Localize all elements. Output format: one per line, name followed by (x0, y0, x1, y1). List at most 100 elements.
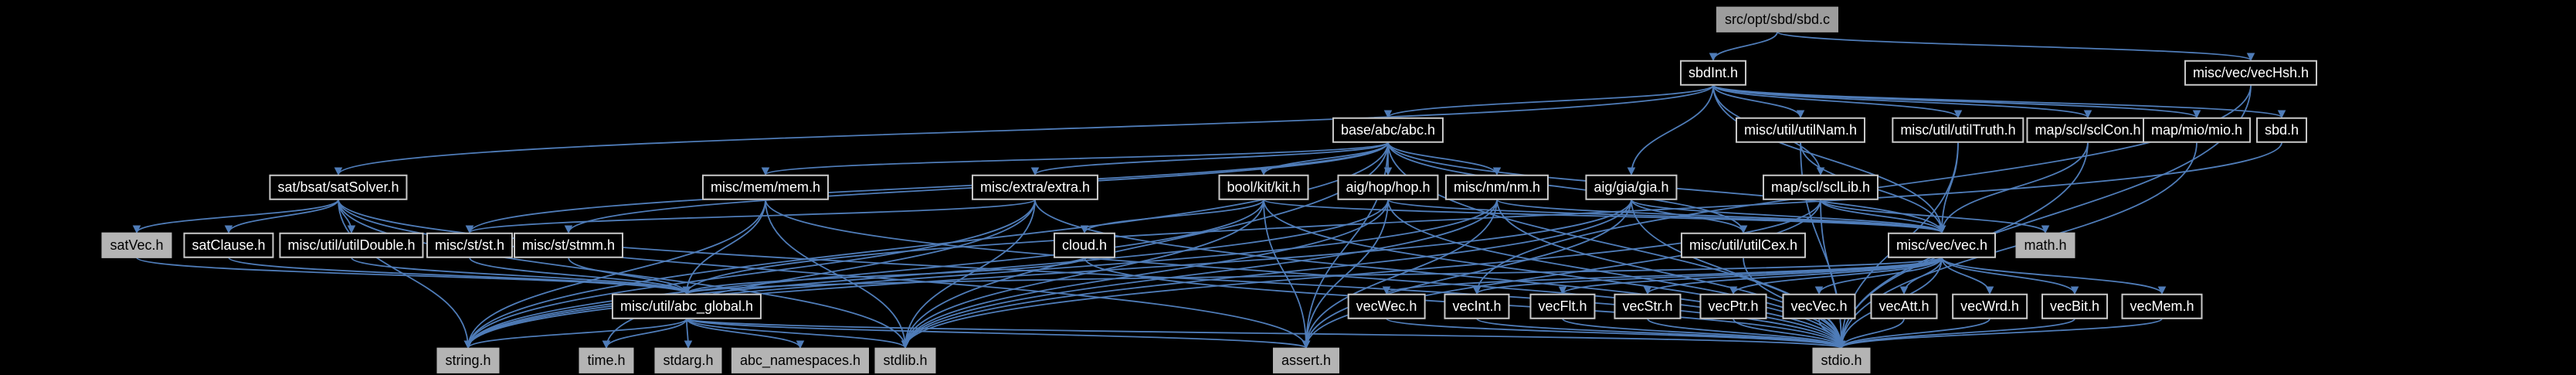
include-edge-sbdInt-vec (1712, 84, 1946, 234)
graph-node-extra[interactable]: misc/extra/extra.h (971, 174, 1099, 200)
include-edge-hop-stdlib (901, 199, 1389, 349)
include-edge-mem-string (463, 199, 766, 349)
graph-node-vecMem[interactable]: vecMem.h (2121, 293, 2203, 319)
include-edge-hop-stdio (1387, 199, 1846, 349)
graph-node-utilNam[interactable]: misc/util/utilNam.h (1735, 117, 1866, 143)
include-edge-vec-vecInt (1472, 257, 1943, 295)
graph-node-vecBit[interactable]: vecBit.h (2041, 293, 2109, 319)
graph-node-kit[interactable]: bool/kit/kit.h (1218, 174, 1309, 200)
include-edge-sclLib-assert (1302, 199, 1821, 349)
include-edge-nm-vec (1496, 199, 1946, 234)
include-edge-sbdInt-utilNam (1712, 84, 1805, 119)
include-edge-abc_global-stdio (686, 318, 1845, 349)
include-edge-vec-vecStr (1643, 257, 1943, 295)
include-edge-kit-string (463, 199, 1264, 349)
include-edge-vecStr-stdio (1647, 318, 1846, 349)
graph-node-abc[interactable]: base/abc/abc.h (1332, 117, 1444, 143)
include-edge-sclLib-stdlib (901, 199, 1821, 349)
graph-node-gia[interactable]: aig/gia/gia.h (1585, 174, 1678, 200)
graph-node-vecVec[interactable]: vecVec.h (1782, 293, 1856, 319)
include-edge-abc_global-stdarg (684, 318, 693, 349)
include-edge-sclLib-math (1820, 199, 2050, 234)
include-edge-sbdInt-sbd_h (1712, 84, 2286, 119)
include-edge-st-abc_global (469, 257, 691, 295)
include-edge-satClause-abc_global (228, 257, 691, 295)
graph-node-time: time.h (579, 347, 634, 373)
include-edge-abc_global-string (463, 318, 687, 349)
graph-node-mio[interactable]: map/mio/mio.h (2142, 117, 2252, 143)
include-edge-gia-vec (1631, 199, 1946, 234)
include-edge-vec-vecWrd (1941, 257, 1994, 295)
include-edge-vec-vecAtt (1899, 257, 1943, 295)
graph-node-vecPtr[interactable]: vecPtr.h (1699, 293, 1767, 319)
graph-node-vecAtt[interactable]: vecAtt.h (1870, 293, 1938, 319)
graph-node-nm[interactable]: misc/nm/nm.h (1444, 174, 1549, 200)
graph-node-sclCon[interactable]: map/scl/sclCon.h (2026, 117, 2150, 143)
include-edge-vec-vecBit (1941, 257, 2079, 295)
graph-node-sbdInt[interactable]: sbdInt.h (1679, 60, 1747, 86)
graph-node-vec[interactable]: misc/vec/vec.h (1887, 232, 1997, 258)
include-edge-kit-stdlib (901, 199, 1264, 349)
graph-node-stmm[interactable]: misc/st/stmm.h (514, 232, 623, 258)
include-edge-vecInt-stdio (1476, 318, 1846, 349)
include-edge-extra-string (463, 199, 1036, 349)
graph-node-stdio: stdio.h (1812, 347, 1871, 373)
graph-node-sclLib[interactable]: map/scl/sclLib.h (1762, 174, 1879, 200)
include-edge-hop-assert (1302, 199, 1389, 349)
include-edge-abc-st (465, 141, 1389, 234)
graph-node-assert: assert.h (1272, 347, 1340, 373)
graph-node-utilDouble[interactable]: misc/util/utilDouble.h (279, 232, 424, 258)
include-edge-cloud-abc_global (682, 257, 1085, 295)
graph-node-utilCex[interactable]: misc/util/utilCex.h (1680, 232, 1807, 258)
graph-node-st[interactable]: misc/st/st.h (426, 232, 514, 258)
graph-node-vecStr[interactable]: vecStr.h (1614, 293, 1682, 319)
include-edge-extra-st (465, 199, 1036, 234)
include-edge-extra-time (602, 199, 1036, 349)
graph-node-hop[interactable]: aig/hop/hop.h (1337, 174, 1439, 200)
graph-node-utilTruth[interactable]: misc/util/utilTruth.h (1892, 117, 2024, 143)
include-edge-abc-string (463, 141, 1389, 349)
include-edge-kit-cloud (1080, 199, 1264, 234)
graph-node-vecWrd[interactable]: vecWrd.h (1952, 293, 2028, 319)
graph-node-mem[interactable]: misc/mem/mem.h (701, 174, 830, 200)
include-edge-nm-stdio (1496, 199, 1846, 349)
include-edge-vec-vecMem (1941, 257, 2167, 295)
include-edge-vecWrd-stdio (1837, 318, 1991, 349)
graph-node-satSolver[interactable]: sat/bsat/satSolver.h (269, 174, 408, 200)
include-edge-kit-assert (1263, 199, 1311, 349)
include-edge-mem-abc_global (682, 199, 766, 295)
include-edge-gia-string (463, 199, 1632, 349)
graph-node-satVec: satVec.h (101, 232, 172, 258)
graph-node-sbd_h[interactable]: sbd.h (2255, 117, 2308, 143)
include-edge-abc_global-stdlib (686, 318, 910, 349)
graph-node-math: math.h (2015, 232, 2075, 258)
include-edge-sbd_c-vecHsh (1777, 31, 2255, 62)
include-edge-vecFlt-stdio (1562, 318, 1846, 349)
graph-node-vecInt[interactable]: vecInt.h (1444, 293, 1510, 319)
include-edge-vecMem-stdio (1837, 318, 2163, 349)
include-edge-abc-mem (761, 141, 1389, 176)
include-edge-satSolver-stdlib (338, 199, 910, 349)
graph-node-cloud[interactable]: cloud.h (1053, 232, 1116, 258)
graph-node-satClause[interactable]: satClause.h (183, 232, 274, 258)
include-edge-abc_global-assert (686, 318, 1310, 349)
graph-node-stdlib: stdlib.h (874, 347, 936, 373)
graph-node-sbd_c: src/opt/sbd/sbd.c (1716, 6, 1839, 32)
include-edge-nm-stdlib (901, 199, 1498, 349)
include-edge-sbdInt-utilTruth (1712, 84, 1963, 119)
include-edge-nm-string (463, 199, 1498, 349)
include-edge-abc_global-time (602, 318, 687, 349)
include-edge-vec-vecVec (1814, 257, 1943, 295)
include-edge-gia-stdlib (901, 199, 1632, 349)
include-edge-satSolver-satVec (132, 199, 339, 234)
include-edge-stmm-abc_global (568, 257, 691, 295)
include-edge-abc_global-abc_namespaces (686, 318, 805, 349)
include-edge-abc-kit (1259, 141, 1389, 176)
include-edge-abc-nm (1387, 141, 1502, 176)
graph-node-vecHsh[interactable]: misc/vec/vecHsh.h (2184, 60, 2318, 86)
graph-node-vecFlt[interactable]: vecFlt.h (1529, 293, 1596, 319)
graph-node-abc_global[interactable]: misc/util/abc_global.h (611, 293, 762, 319)
include-edge-abc-extra (1030, 141, 1389, 176)
graph-node-vecWec[interactable]: vecWec.h (1347, 293, 1426, 319)
